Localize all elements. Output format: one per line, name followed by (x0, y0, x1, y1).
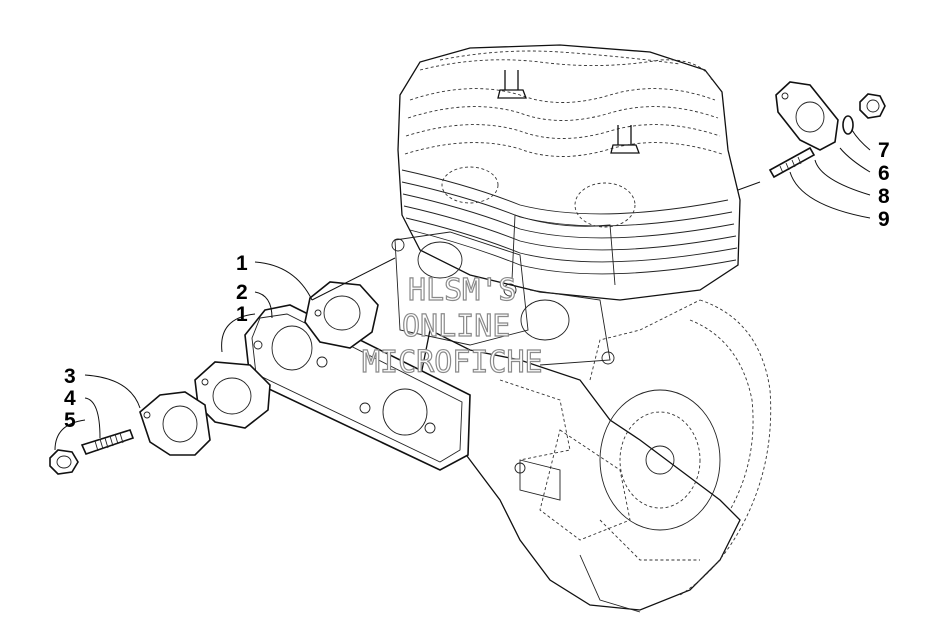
stud-left (80, 429, 135, 455)
exhaust-gasket-upper-right (775, 81, 839, 151)
callout-2: 2 (236, 281, 248, 304)
callout-7: 7 (878, 139, 890, 162)
callout-6: 6 (878, 162, 890, 185)
callout-1-lower: 1 (236, 303, 248, 326)
callout-8: 8 (878, 185, 890, 208)
washer-right (842, 115, 854, 135)
watermark: HLSM'S ONLINE MICROFICHE (361, 272, 543, 380)
stud-right (768, 146, 816, 179)
flange-gasket-upper (304, 281, 379, 349)
callout-3: 3 (64, 365, 76, 388)
callout-labels: 1 2 1 3 4 5 7 6 8 9 (64, 139, 890, 432)
flange-nut-left (49, 449, 79, 475)
nut-right (859, 93, 886, 119)
engine-illustration (391, 44, 772, 613)
callout-4: 4 (64, 387, 76, 410)
exhaust-flange (139, 391, 211, 456)
watermark-line-2: ONLINE (402, 309, 510, 344)
watermark-line-3: MICROFICHE (362, 345, 543, 380)
callout-9: 9 (878, 208, 890, 231)
callout-5: 5 (64, 409, 76, 432)
leader-lines (54, 129, 871, 451)
callout-1-upper: 1 (236, 252, 248, 275)
watermark-line-1: HLSM'S (408, 273, 516, 308)
